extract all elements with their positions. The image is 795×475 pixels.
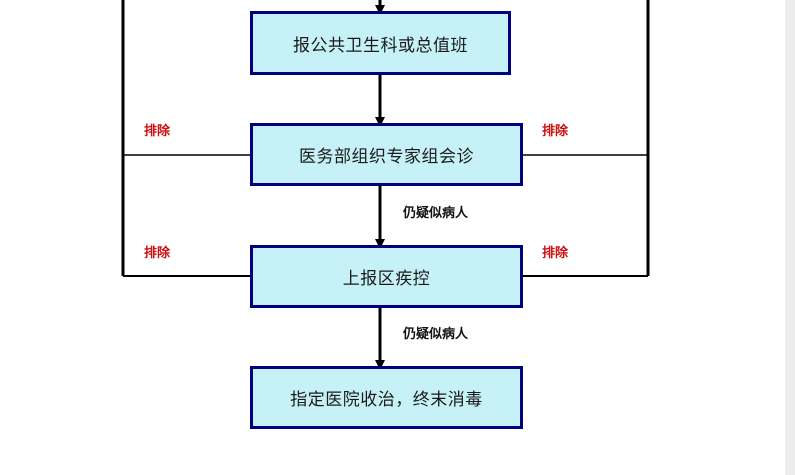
exclude-label-right-1: 排除 <box>542 124 569 139</box>
step-report-district-cdc-label: 上报区疾控 <box>342 269 431 289</box>
exclude-label-right-2: 排除 <box>542 246 569 261</box>
step-designated-hospital-label: 指定医院收治，终末消毒 <box>290 390 483 410</box>
step-report-public-health-label: 报公共卫生科或总值班 <box>293 35 468 56</box>
step-expert-consultation-label: 医务部组织专家组会诊 <box>299 147 474 167</box>
step-report-public-health: 报公共卫生科或总值班 <box>250 11 511 75</box>
suspect-label-2: 仍疑似病人 <box>403 327 469 342</box>
step-expert-consultation: 医务部组织专家组会诊 <box>250 123 523 186</box>
window-edge-strip <box>785 0 795 475</box>
step-report-district-cdc: 上报区疾控 <box>250 245 523 308</box>
step-designated-hospital: 指定医院收治，终末消毒 <box>250 366 523 429</box>
exclude-label-left-1: 排除 <box>144 124 171 139</box>
exclude-label-left-2: 排除 <box>144 246 171 261</box>
suspect-label-1: 仍疑似病人 <box>403 206 469 221</box>
